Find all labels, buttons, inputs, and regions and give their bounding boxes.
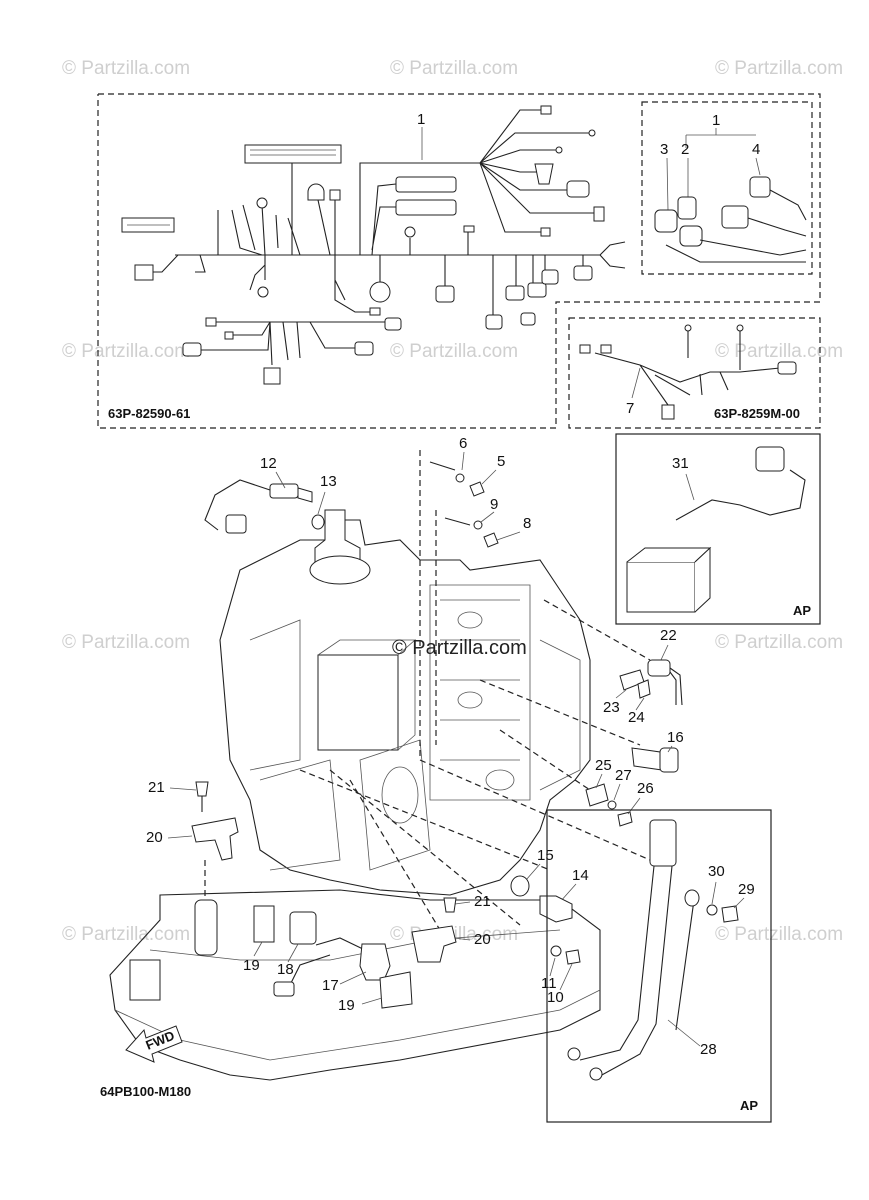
harness-part-code: 63P-82590-61 — [108, 406, 190, 421]
callout-7: 7 — [626, 400, 634, 417]
watermark: © Partzilla.com — [715, 924, 843, 945]
callout-6: 6 — [459, 435, 467, 452]
callout-31: 31 — [672, 455, 689, 472]
callout-14: 14 — [572, 867, 589, 884]
callout-20: 20 — [146, 829, 163, 846]
callout-8: 8 — [523, 515, 531, 532]
callout-18: 18 — [277, 961, 294, 978]
callout-4: 4 — [752, 141, 760, 158]
callout-29: 29 — [738, 881, 755, 898]
callout-28: 28 — [700, 1041, 717, 1058]
callout-24: 24 — [628, 709, 645, 726]
battery-accessory-panel: 31 AP — [615, 433, 821, 625]
watermark: © Partzilla.com — [62, 924, 190, 945]
harness-part-code: 63P-8259M-00 — [714, 406, 800, 421]
callout-25: 25 — [595, 757, 612, 774]
callout-27: 27 — [615, 767, 632, 784]
callout-3: 3 — [660, 141, 668, 158]
center-watermark: © Partzilla.com — [392, 637, 527, 659]
callout-13: 13 — [320, 473, 337, 490]
callout-2: 2 — [681, 141, 689, 158]
main-harness-panel: 1 63P-82590-61 1 2 3 4 — [97, 93, 821, 429]
watermark: © Partzilla.com — [62, 341, 190, 362]
ap-label: AP — [740, 1098, 758, 1113]
callout-21: 21 — [474, 893, 491, 910]
callout-26: 26 — [637, 780, 654, 797]
callout-11: 11 — [541, 975, 557, 992]
ap-label: AP — [793, 603, 811, 618]
callout-19: 19 — [338, 997, 355, 1014]
callout-15: 15 — [537, 847, 554, 864]
callout-16: 16 — [667, 729, 684, 746]
callout-21: 21 — [148, 779, 165, 796]
watermark: © Partzilla.com — [715, 58, 843, 79]
diagram-code: 64PB100-M180 — [100, 1084, 191, 1099]
watermark: © Partzilla.com — [390, 341, 518, 362]
callout-9: 9 — [490, 496, 498, 513]
sub-harness-panel: 7 63P-8259M-00 — [568, 317, 821, 429]
battery-cable-panel: 30 29 28 AP — [546, 809, 772, 1123]
callout-30: 30 — [708, 863, 725, 880]
callout-23: 23 — [603, 699, 620, 716]
callout-17: 17 — [322, 977, 339, 994]
watermark: © Partzilla.com — [715, 341, 843, 362]
leader-lines — [204, 450, 651, 931]
watermark: © Partzilla.com — [715, 632, 843, 653]
callout-1: 1 — [417, 111, 425, 128]
watermark: © Partzilla.com — [62, 58, 190, 79]
watermark-layer: © Partzilla.com © Partzilla.com © Partzi… — [62, 58, 843, 945]
callout-12: 12 — [260, 455, 277, 472]
watermark: © Partzilla.com — [390, 58, 518, 79]
callout-1: 1 — [712, 112, 720, 129]
callout-22: 22 — [660, 627, 677, 644]
callout-20: 20 — [474, 931, 491, 948]
watermark: © Partzilla.com — [62, 632, 190, 653]
parts-callouts: 12 13 6 5 9 8 22 23 24 16 — [100, 435, 684, 1099]
callout-5: 5 — [497, 453, 505, 470]
callout-19: 19 — [243, 957, 260, 974]
callout-10: 10 — [547, 989, 564, 1006]
engine-illustration — [109, 509, 601, 1081]
